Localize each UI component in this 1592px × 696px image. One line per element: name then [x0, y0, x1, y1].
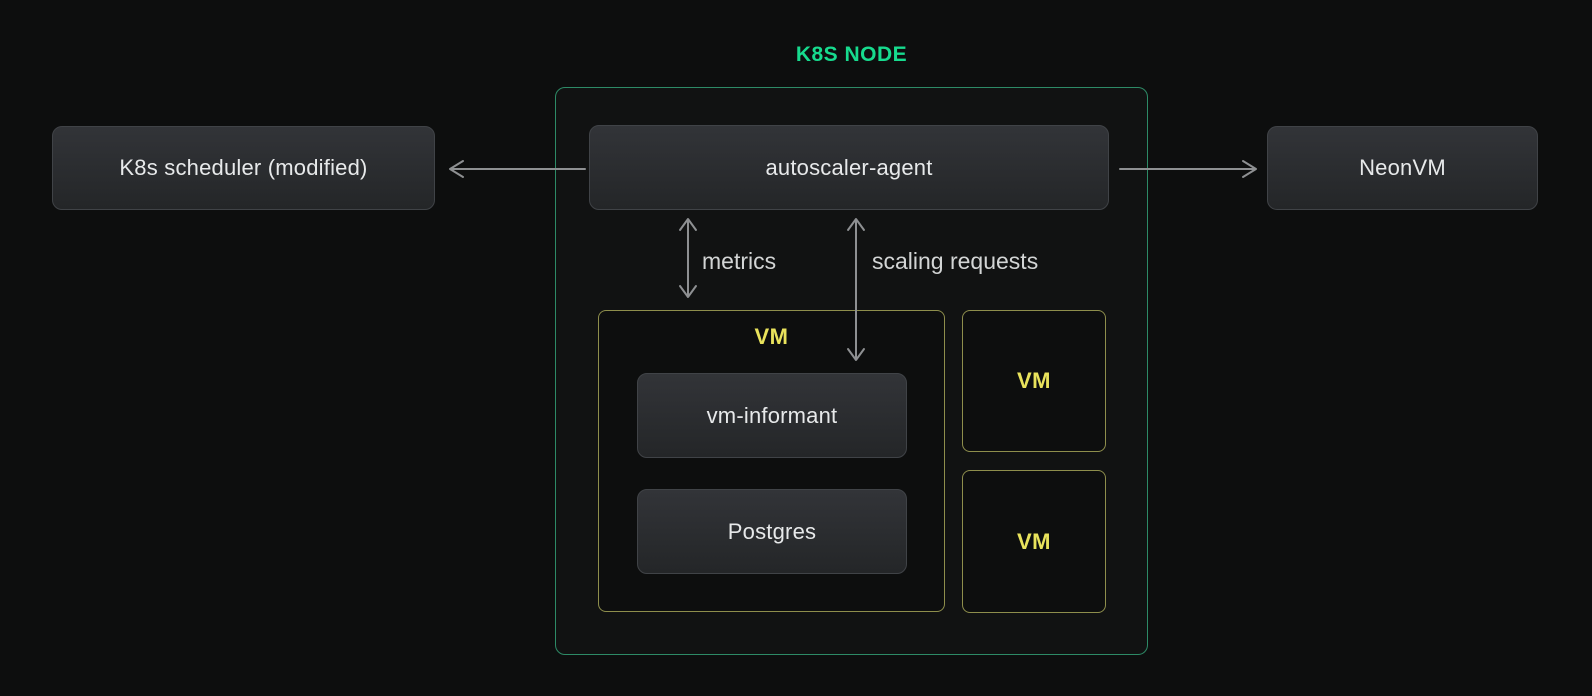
node-postgres: Postgres	[637, 489, 907, 574]
k8s-node-title: K8S NODE	[795, 43, 908, 66]
node-neonvm-label: NeonVM	[1359, 155, 1446, 180]
vm-box-2-label: VM	[1017, 368, 1051, 393]
node-vm-informant-label: vm-informant	[706, 402, 838, 428]
node-k8s-scheduler-label: K8s scheduler (modified)	[119, 155, 368, 180]
node-neonvm: NeonVM	[1267, 126, 1538, 210]
node-k8s-scheduler: K8s scheduler (modified)	[52, 126, 435, 210]
node-postgres-label: Postgres	[727, 518, 817, 544]
node-autoscaler-agent-label: autoscaler-agent	[765, 154, 933, 180]
vm-box-2: VM	[962, 310, 1106, 452]
node-vm-informant: vm-informant	[637, 373, 907, 458]
vm-box-3: VM	[962, 470, 1106, 613]
vm-group-label: VM	[754, 324, 789, 349]
vm-box-3-label: VM	[1017, 528, 1051, 554]
k8s-node-container	[555, 87, 1148, 655]
edge-label-metrics: metrics	[702, 248, 777, 274]
edge-label-scaling-requests: scaling requests	[872, 248, 1039, 274]
node-autoscaler-agent: autoscaler-agent	[589, 125, 1109, 210]
